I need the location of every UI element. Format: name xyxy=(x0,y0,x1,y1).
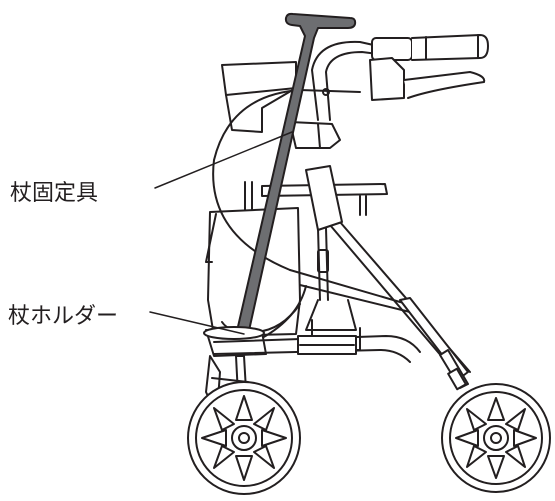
cane-fixer-label: 杖固定具 xyxy=(10,181,99,206)
cane-fixer xyxy=(289,121,343,231)
brake-cable xyxy=(212,89,301,271)
rear-wheel-spokes xyxy=(455,397,537,479)
basket xyxy=(221,61,297,133)
rear-mechanism xyxy=(399,297,469,391)
cane-fixer-leader-line xyxy=(154,131,293,189)
cane-holder-leader-line xyxy=(149,311,245,335)
handle xyxy=(299,34,489,121)
cane-holder-label: 杖ホルダー xyxy=(8,304,119,329)
rear-wheel xyxy=(441,383,551,493)
front-wheel-spokes xyxy=(201,395,287,481)
front-wheel xyxy=(187,381,301,495)
cane-holder xyxy=(203,285,307,357)
lower-frame xyxy=(213,335,421,363)
